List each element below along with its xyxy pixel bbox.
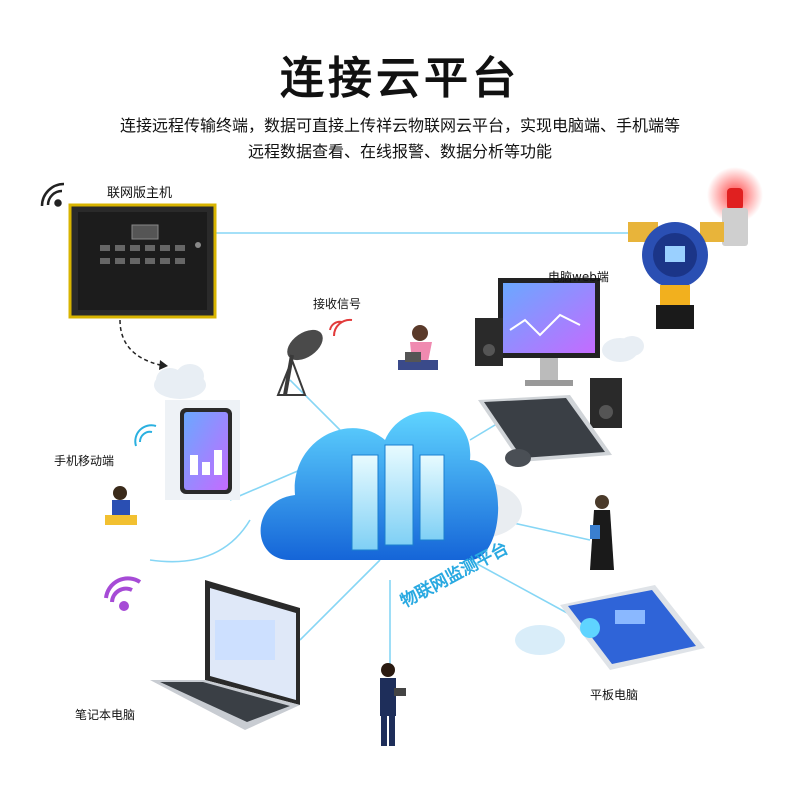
- label-signal: 接收信号: [313, 297, 362, 311]
- mobile-phone: [134, 400, 240, 500]
- link-mobile-cloud: [229, 469, 301, 501]
- dashed-arrow: [119, 319, 161, 366]
- arrow-head: [159, 360, 168, 370]
- label-mobile: 手机移动端: [54, 454, 115, 468]
- person-woman: [590, 495, 614, 570]
- antenna-icon: [276, 318, 353, 396]
- cloud-platform: [260, 411, 522, 560]
- link-laptop-cloud: [299, 559, 381, 641]
- label-tablet: 平板电脑: [590, 688, 639, 702]
- description-line-1: 连接远程传输终端，数据可直接上传祥云物联网云平台，实现电脑端、手机端等: [119, 116, 680, 135]
- wifi-purple-icon: [104, 576, 142, 611]
- desktop-pc: [475, 278, 644, 467]
- label-pc-web: 电脑web端: [548, 270, 609, 284]
- person-sitting: [398, 325, 438, 370]
- wifi-icon: [40, 182, 65, 207]
- person-standing: [380, 663, 406, 746]
- laptop-computer: [150, 580, 300, 730]
- link-antenna-cloud: [289, 379, 341, 431]
- link-tablet-cloud: [469, 559, 581, 621]
- description-line-2: 远程数据查看、在线报警、数据分析等功能: [247, 142, 552, 161]
- person-laptop: [105, 486, 137, 525]
- host-controller: [68, 203, 217, 319]
- label-laptop: 笔记本电脑: [75, 708, 136, 722]
- label-host: 联网版主机: [107, 186, 173, 201]
- tablet-device: [515, 585, 705, 670]
- gas-detector: [628, 167, 763, 329]
- link-mobile-user: [149, 519, 251, 563]
- page-title: 连接云平台: [280, 53, 520, 104]
- small-cloud-left: [154, 364, 206, 399]
